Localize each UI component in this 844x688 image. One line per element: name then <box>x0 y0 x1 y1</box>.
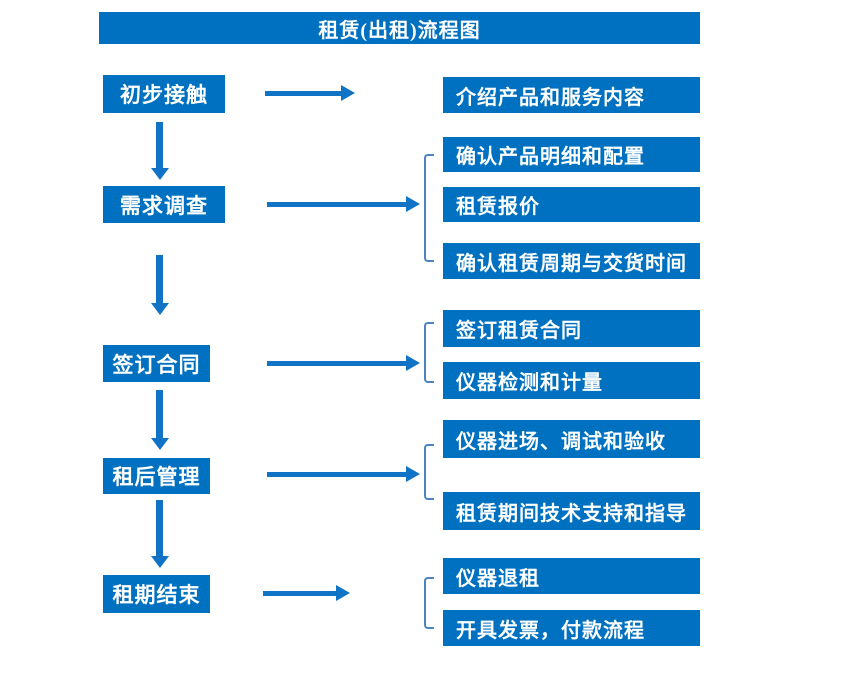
down-arrow-head-icon <box>151 438 169 450</box>
stage-box-initial-contact: 初步接触 <box>103 75 225 113</box>
output-box-invoice-payment: 开具发票，付款流程 <box>443 610 700 646</box>
right-arrow-head-icon <box>336 585 350 601</box>
group-bracket-demand-survey <box>424 154 434 262</box>
output-box-confirm-product-details: 确认产品明细和配置 <box>443 137 700 172</box>
right-arrow-head-icon <box>406 355 420 371</box>
right-arrow-shaft <box>263 591 336 596</box>
right-arrow-shaft <box>265 91 341 96</box>
output-box-rental-quote: 租赁报价 <box>443 187 700 222</box>
output-box-confirm-rental-period: 确认租赁周期与交货时间 <box>443 243 700 279</box>
right-arrow-head-icon <box>406 466 420 482</box>
right-arrow-shaft <box>267 361 406 366</box>
output-box-instrument-testing: 仪器检测和计量 <box>443 362 700 399</box>
stage-box-demand-survey: 需求调查 <box>103 186 225 223</box>
output-box-introduce-products: 介绍产品和服务内容 <box>443 77 700 113</box>
right-arrow-shaft <box>267 472 406 477</box>
stage-box-sign-contract: 签订合同 <box>103 345 210 382</box>
stage-box-rental-end: 租期结束 <box>103 575 210 613</box>
down-arrow-shaft <box>156 390 163 438</box>
down-arrow-head-icon <box>151 168 169 180</box>
right-arrow-head-icon <box>341 85 355 101</box>
group-bracket-post-rental <box>424 444 434 500</box>
group-bracket-sign-contract <box>424 322 434 383</box>
right-arrow-head-icon <box>406 196 420 212</box>
down-arrow-head-icon <box>151 303 169 315</box>
down-arrow-shaft <box>156 500 163 556</box>
down-arrow-shaft <box>156 122 163 168</box>
flowchart-title: 租赁(出租)流程图 <box>99 12 700 44</box>
down-arrow-head-icon <box>151 556 169 568</box>
output-box-instrument-return: 仪器退租 <box>443 558 700 594</box>
group-bracket-rental-end <box>424 577 434 629</box>
down-arrow-shaft <box>156 255 163 303</box>
stage-box-post-rental-management: 租后管理 <box>103 458 210 494</box>
output-box-tech-support: 租赁期间技术支持和指导 <box>443 492 700 530</box>
right-arrow-shaft <box>267 202 406 207</box>
output-box-instrument-setup-acceptance: 仪器进场、调试和验收 <box>443 420 700 458</box>
output-box-sign-rental-contract: 签订租赁合同 <box>443 310 700 347</box>
